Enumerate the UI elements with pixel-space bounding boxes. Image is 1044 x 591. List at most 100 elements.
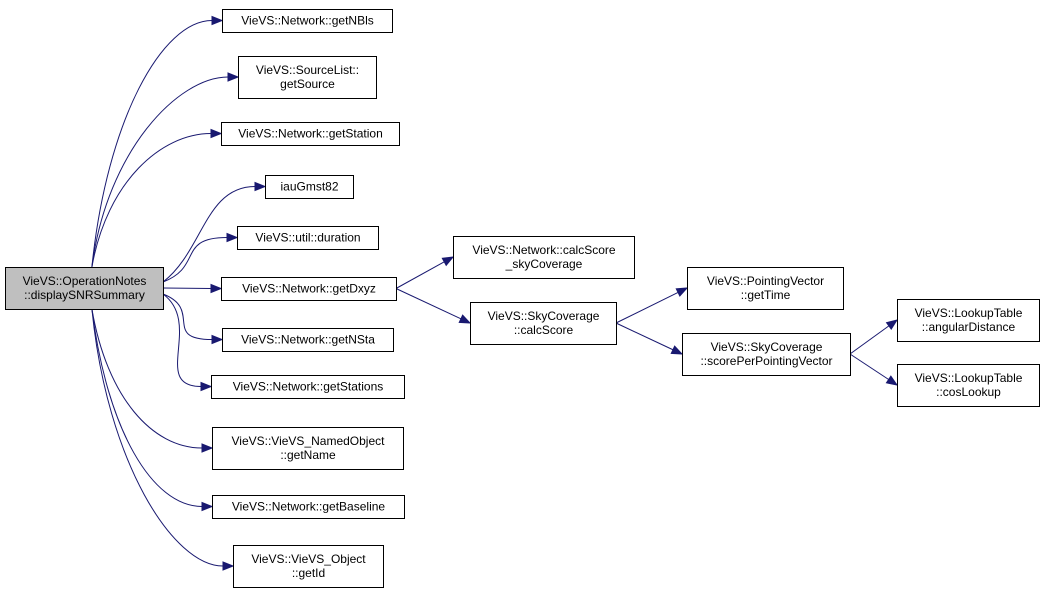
arrowhead — [211, 334, 224, 345]
edge-line — [849, 353, 889, 380]
edge-root-to-getDxyz — [162, 283, 223, 294]
node-duration[interactable]: VieVS::util::duration — [237, 226, 379, 250]
node-iauGmst82[interactable]: iauGmst82 — [265, 175, 354, 199]
edge-root-to-getStation — [91, 128, 223, 268]
edge-line — [91, 133, 212, 268]
edge-line — [395, 261, 445, 289]
node-box — [222, 9, 393, 33]
edge-line — [162, 237, 228, 283]
node-calcScoreSky[interactable]: VieVS::Network::calcScore_skyCoverage — [453, 236, 635, 279]
edge-calcScore-to-getTime — [615, 287, 689, 324]
edge-root-to-duration — [162, 232, 239, 283]
arrowhead — [441, 256, 455, 267]
node-label-line: ::scorePerPointingVector — [700, 354, 832, 368]
edge-root-to-iauGmst82 — [162, 181, 267, 283]
edge-root-to-getNSta — [162, 293, 224, 345]
node-getNSta[interactable]: VieVS::Network::getNSta — [222, 328, 394, 352]
node-label-line: ::getName — [280, 448, 336, 462]
edge-line — [849, 325, 890, 355]
arrowhead — [210, 283, 223, 294]
node-calcScore[interactable]: VieVS::SkyCoverage::calcScore — [470, 302, 617, 345]
node-label-line: VieVS::Network::calcScore — [472, 243, 615, 257]
node-label-line: VieVS::Network::getStations — [233, 380, 384, 394]
node-getStations[interactable]: VieVS::Network::getStations — [211, 375, 405, 399]
node-label-line: _skyCoverage — [505, 257, 583, 271]
edge-root-to-getBaseline — [91, 308, 214, 512]
node-getNBls[interactable]: VieVS::Network::getNBls — [222, 9, 393, 33]
edge-line — [91, 20, 213, 268]
edge-line — [395, 288, 462, 320]
node-box — [212, 495, 405, 519]
node-box — [470, 302, 617, 345]
arrowhead — [210, 128, 223, 139]
node-getBaseline[interactable]: VieVS::Network::getBaseline — [212, 495, 405, 519]
node-label-line: ::angularDistance — [922, 320, 1016, 334]
node-label-line: ::getTime — [741, 288, 791, 302]
node-box — [5, 267, 164, 310]
node-box — [233, 545, 384, 588]
arrowhead — [201, 501, 214, 512]
node-label-line: VieVS::Network::getNBls — [241, 14, 374, 28]
edges-layer — [91, 15, 899, 571]
node-box — [237, 226, 379, 250]
edge-line — [162, 186, 256, 283]
node-label-line: iauGmst82 — [280, 180, 338, 194]
node-cosLookup[interactable]: VieVS::LookupTable::cosLookup — [897, 364, 1040, 407]
edge-line — [615, 322, 674, 351]
node-label-line: VieVS::Network::getBaseline — [232, 500, 386, 514]
arrowhead — [254, 181, 267, 192]
edge-getDxyz-to-calcScore — [395, 288, 472, 324]
edge-calcScore-to-scorePPV — [615, 322, 684, 355]
node-label-line: VieVS::SourceList:: — [256, 63, 359, 77]
node-box — [682, 333, 851, 376]
node-root[interactable]: VieVS::OperationNotes::displaySNRSummary — [5, 267, 164, 310]
arrowhead — [201, 443, 214, 453]
arrowhead — [458, 314, 472, 324]
node-box — [222, 328, 394, 352]
node-label-line: ::calcScore — [514, 323, 574, 337]
node-box — [221, 277, 397, 301]
node-label-line: VieVS::LookupTable — [915, 306, 1023, 320]
nodes-layer: VieVS::OperationNotes::displaySNRSummary… — [5, 9, 1040, 588]
node-label-line: VieVS::Network::getDxyz — [242, 282, 376, 296]
edge-getDxyz-to-calcScoreSky — [395, 256, 455, 289]
node-getName[interactable]: VieVS::VieVS_NamedObject::getName — [212, 427, 404, 470]
node-label-line: ::cosLookup — [936, 385, 1001, 399]
edge-root-to-getSource — [91, 72, 240, 268]
edge-line — [615, 291, 679, 324]
node-label-line: VieVS::Network::getStation — [238, 127, 383, 141]
node-box — [687, 267, 844, 310]
node-getStation[interactable]: VieVS::Network::getStation — [221, 122, 400, 146]
arrowhead — [885, 375, 899, 386]
node-label-line: VieVS::PointingVector — [707, 274, 824, 288]
edge-scorePPV-to-angularDistance — [849, 319, 899, 355]
edge-line — [91, 308, 203, 507]
node-getId[interactable]: VieVS::VieVS_Object::getId — [233, 545, 384, 588]
arrowhead — [675, 287, 689, 297]
arrowhead — [885, 319, 899, 330]
node-label-line: ::getId — [292, 566, 325, 580]
arrowhead — [670, 345, 684, 355]
node-getSource[interactable]: VieVS::SourceList::getSource — [238, 56, 377, 99]
node-box — [238, 56, 377, 99]
node-angularDistance[interactable]: VieVS::LookupTable::angularDistance — [897, 299, 1040, 342]
arrowhead — [211, 15, 224, 26]
node-label-line: getSource — [280, 77, 335, 91]
node-label-line: VieVS::VieVS_NamedObject — [232, 434, 386, 448]
node-box — [453, 236, 635, 279]
node-label-line: VieVS::util::duration — [255, 231, 360, 245]
arrowhead — [200, 381, 213, 392]
edge-line — [91, 308, 203, 449]
node-label-line: VieVS::Network::getNSta — [241, 333, 375, 347]
node-label-line: VieVS::LookupTable — [915, 371, 1023, 385]
edge-line — [162, 293, 202, 387]
node-getTime[interactable]: VieVS::PointingVector::getTime — [687, 267, 844, 310]
edge-root-to-getNBls — [91, 15, 224, 268]
arrowhead — [226, 232, 239, 243]
edge-root-to-getStations — [162, 293, 213, 392]
node-getDxyz[interactable]: VieVS::Network::getDxyz — [221, 277, 397, 301]
node-box — [897, 364, 1040, 407]
node-scorePPV[interactable]: VieVS::SkyCoverage::scorePerPointingVect… — [682, 333, 851, 376]
node-label-line: VieVS::VieVS_Object — [251, 552, 366, 566]
